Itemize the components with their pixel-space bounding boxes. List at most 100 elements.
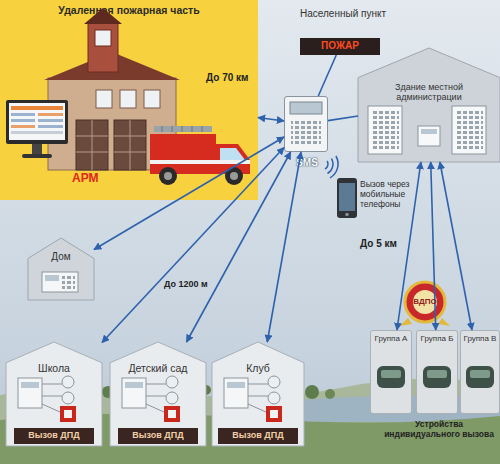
node-label: SMS bbox=[279, 157, 335, 169]
house-outline bbox=[212, 342, 304, 446]
connector-arrow bbox=[267, 152, 301, 342]
building-devices bbox=[268, 392, 280, 404]
building-devices bbox=[64, 410, 72, 418]
fire-station-building bbox=[48, 78, 176, 170]
station-panel: Удаленная пожарная частьАРМ bbox=[0, 0, 258, 200]
building-devices bbox=[42, 384, 62, 412]
pager-devices bbox=[381, 370, 401, 378]
kindergarten-building: Детский садВызов ДПД bbox=[110, 342, 206, 446]
fire-truck bbox=[150, 160, 250, 164]
node-label: Вызов через мобильные телефоны bbox=[360, 180, 432, 209]
pager-devices bbox=[470, 370, 490, 378]
admin-panels bbox=[452, 106, 486, 154]
connector-arrow bbox=[187, 152, 291, 342]
phone-icon bbox=[337, 178, 357, 218]
node-label: Вызов ДПД bbox=[218, 430, 298, 440]
building-devices bbox=[21, 382, 39, 388]
connector-arrow bbox=[94, 137, 284, 249]
controller-details bbox=[290, 102, 322, 114]
pager-devices bbox=[377, 366, 494, 388]
sms-waves bbox=[325, 156, 338, 178]
fire-truck bbox=[159, 167, 177, 185]
admin-panels bbox=[421, 129, 437, 134]
fire-truck bbox=[164, 172, 172, 180]
sms-waves bbox=[330, 156, 338, 178]
node-label: ПОЖАР bbox=[300, 40, 380, 52]
node-label: Группа Б bbox=[417, 334, 457, 343]
building-devices bbox=[224, 378, 248, 408]
phone-icon bbox=[345, 213, 349, 217]
call-sign: Вызов ДПД bbox=[118, 428, 198, 444]
alarm-board: ПОЖАР bbox=[300, 38, 380, 55]
building-devices bbox=[18, 378, 42, 408]
sms-waves bbox=[328, 159, 333, 174]
house-building: Дом bbox=[28, 238, 94, 300]
workstation-monitor bbox=[6, 100, 68, 158]
call-sign: Вызов ДПД bbox=[218, 428, 298, 444]
pager-devices bbox=[423, 366, 451, 388]
connector-arrow bbox=[318, 55, 336, 96]
workstation-monitor bbox=[11, 106, 63, 110]
sms-waves bbox=[325, 161, 328, 169]
phone-icon bbox=[337, 178, 357, 218]
fire-truck bbox=[216, 144, 250, 174]
workstation-monitor bbox=[11, 119, 35, 122]
workstation-monitor bbox=[11, 131, 63, 134]
building-devices bbox=[125, 382, 143, 388]
node-label: Дом bbox=[28, 251, 94, 263]
building-devices bbox=[168, 410, 176, 418]
node-label: Вызов ДПД bbox=[14, 430, 94, 440]
building-devices bbox=[270, 410, 278, 418]
text-label: ВДПО bbox=[403, 297, 447, 306]
building-devices bbox=[268, 376, 280, 388]
text-label: Населенный пункт bbox=[300, 8, 420, 20]
connector-arrow bbox=[102, 148, 284, 343]
emblem bbox=[400, 318, 450, 326]
building-devices bbox=[60, 406, 76, 422]
house-outline bbox=[358, 48, 500, 162]
school-building: ШколаВызов ДПД bbox=[6, 342, 102, 446]
fire-station-building bbox=[96, 90, 112, 108]
landscape bbox=[325, 389, 335, 399]
fire-truck bbox=[162, 126, 202, 132]
building-devices bbox=[164, 406, 180, 422]
building-devices bbox=[146, 384, 166, 412]
group-box: Группа А bbox=[370, 330, 412, 414]
node-label: Удаленная пожарная часть bbox=[0, 4, 258, 16]
building-devices bbox=[122, 378, 146, 408]
edge-label: До 5 км bbox=[360, 238, 406, 250]
group-box: Группа Б bbox=[416, 330, 458, 414]
pager-devices bbox=[427, 370, 447, 378]
connector-arrow bbox=[440, 162, 472, 330]
node-label: Группа А bbox=[371, 334, 411, 343]
node-label: Здание местной администрации bbox=[366, 82, 492, 103]
pager-devices bbox=[377, 366, 405, 388]
fire-truck bbox=[220, 148, 245, 160]
workstation: АРМ bbox=[4, 98, 108, 190]
edge-label: До 1200 м bbox=[164, 279, 220, 289]
house-outline bbox=[6, 342, 102, 446]
landscape bbox=[305, 385, 319, 399]
admin-panels bbox=[418, 126, 440, 146]
fire-station-building bbox=[44, 52, 180, 80]
fire-truck bbox=[225, 167, 243, 185]
building-devices bbox=[166, 392, 178, 404]
node-label: АРМ bbox=[72, 172, 108, 186]
control-unit: SMS bbox=[284, 96, 328, 152]
house-outline bbox=[358, 48, 500, 162]
connectors bbox=[94, 55, 472, 343]
fire-station-building bbox=[114, 120, 146, 170]
node-label: Группа В bbox=[461, 334, 499, 343]
building-devices bbox=[266, 406, 282, 422]
workstation-monitor bbox=[38, 119, 63, 122]
node-label: Детский сад bbox=[110, 362, 206, 374]
home-device bbox=[62, 275, 75, 289]
node-label: Клуб bbox=[212, 362, 304, 374]
fire-station-building bbox=[84, 8, 122, 24]
admin-panels bbox=[455, 110, 483, 150]
fire-station-building bbox=[88, 22, 118, 72]
house-outline bbox=[28, 238, 94, 300]
node-label: Вызов ДПД bbox=[118, 430, 198, 440]
workstation-monitor bbox=[32, 144, 42, 154]
